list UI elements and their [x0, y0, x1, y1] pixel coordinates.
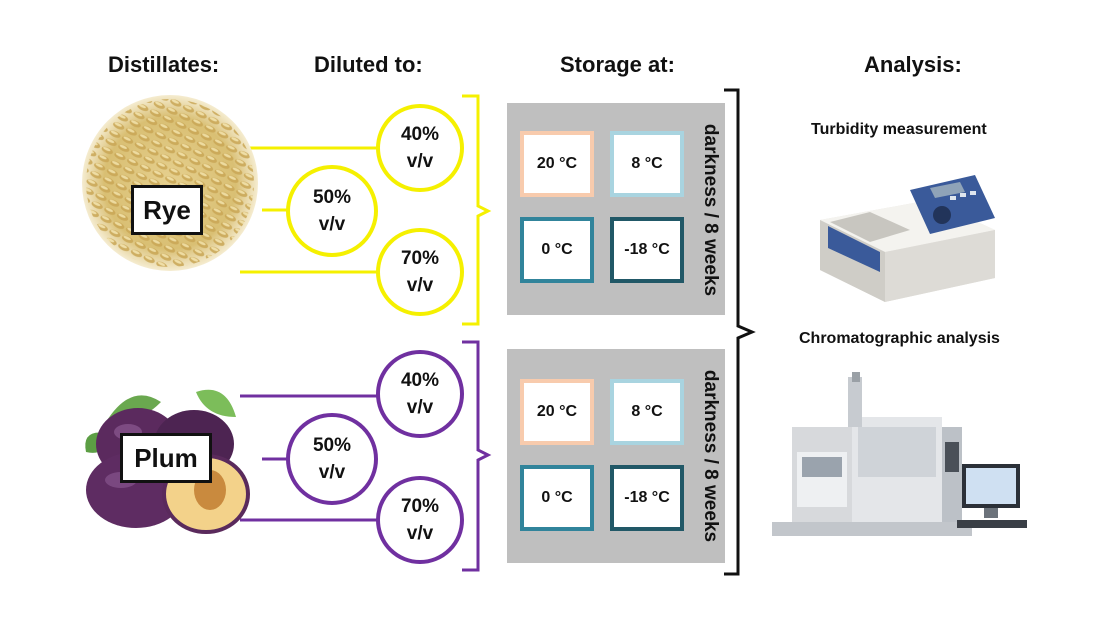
gas-chromatograph-image: [772, 372, 1027, 536]
plum-temp-0: 0 °C: [520, 465, 594, 531]
header-storage-at: Storage at:: [560, 52, 675, 77]
rye-dilution-70-unit: v/v: [406, 275, 434, 296]
rye-dilution-50-pct: 50%: [312, 187, 352, 208]
rye-dilution-50-unit: v/v: [318, 214, 346, 235]
plum-dilution-70-pct: 70%: [400, 496, 440, 517]
rye-temp-0: 0 °C: [520, 217, 594, 283]
plum-dilution-70: 70% v/v: [376, 476, 464, 564]
rye-dilution-50: 50% v/v: [286, 165, 378, 257]
rye-dilution-70-pct: 70%: [400, 248, 440, 269]
plum-dilution-40-unit: v/v: [406, 397, 434, 418]
spectrophotometer-image: [820, 175, 995, 302]
plum-dilution-40: 40% v/v: [376, 350, 464, 438]
plum-dilution-40-pct: 40%: [400, 370, 440, 391]
analysis-bracket: [724, 88, 756, 576]
rye-storage-condition: darkness / 8 weeks: [700, 123, 721, 297]
header-diluted-to: Diluted to:: [314, 52, 423, 77]
rye-bracket: [462, 94, 492, 326]
rye-grains-image: [82, 95, 258, 271]
rye-dilution-40-pct: 40%: [400, 124, 440, 145]
plum-connectors: [240, 340, 492, 572]
plum-bracket: [462, 340, 492, 572]
rye-temp-8: 8 °C: [610, 131, 684, 197]
plum-temp-minus18: -18 °C: [610, 465, 684, 531]
plum-dilution-50-unit: v/v: [318, 462, 346, 483]
rye-temp-20: 20 °C: [520, 131, 594, 197]
plum-label: Plum: [120, 433, 212, 483]
plum-storage-condition: darkness / 8 weeks: [700, 369, 721, 543]
plum-dilution-50: 50% v/v: [286, 413, 378, 505]
plum-dilution-50-pct: 50%: [312, 435, 352, 456]
chromatographic-label: Chromatographic analysis: [799, 330, 1000, 347]
rye-label: Rye: [131, 185, 203, 235]
header-analysis: Analysis:: [864, 52, 962, 77]
plum-dilution-70-unit: v/v: [406, 523, 434, 544]
rye-temp-minus18: -18 °C: [610, 217, 684, 283]
header-distillates: Distillates:: [108, 52, 220, 77]
plum-temp-20: 20 °C: [520, 379, 594, 445]
turbidity-label: Turbidity measurement: [811, 121, 987, 138]
rye-dilution-40-unit: v/v: [406, 151, 434, 172]
rye-connectors: [240, 94, 492, 326]
rye-dilution-70: 70% v/v: [376, 228, 464, 316]
rye-dilution-40: 40% v/v: [376, 104, 464, 192]
plum-temp-8: 8 °C: [610, 379, 684, 445]
